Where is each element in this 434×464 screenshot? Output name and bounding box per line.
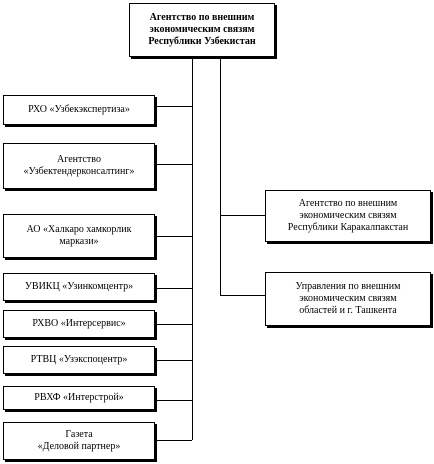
box-uvikts: УВИКЦ «Узинкомцентр» <box>3 273 155 301</box>
connector-uvikts <box>155 288 192 289</box>
box-rkhvo: РХВО «Интерсервис» <box>3 310 155 338</box>
box-ao: АО «Халкаро хамкорлик маркази» <box>3 214 155 258</box>
connector-rtvts <box>155 360 192 361</box>
box-rvkhf: РВХФ «Интерстрой» <box>3 386 155 410</box>
connector-agency <box>155 164 192 165</box>
box-gazeta: Газета «Деловой партнер» <box>3 422 155 460</box>
connector-rkhvo <box>155 324 192 325</box>
root-agency-box: Агентство по внешним экономическим связя… <box>129 3 275 57</box>
box-karakalpak: Агентство по внешним экономическим связя… <box>265 190 431 242</box>
connector-rkho <box>155 106 192 107</box>
box-rtvts: РТВЦ «Узэкспоцентр» <box>3 346 155 374</box>
connector-karakalpak <box>220 215 265 216</box>
box-rkho: РХО «Узбекэкспертиза» <box>3 95 155 125</box>
right-trunk-connector <box>220 56 221 296</box>
connector-rvkhf <box>155 400 192 401</box>
box-agency: Агентство «Узбектендерконсалтинг» <box>3 143 155 189</box>
box-regions: Управления по внешним экономическим связ… <box>265 272 431 326</box>
connector-regions <box>220 295 265 296</box>
connector-ao <box>155 236 192 237</box>
left-trunk-connector <box>192 56 193 440</box>
connector-gazeta <box>155 440 192 441</box>
